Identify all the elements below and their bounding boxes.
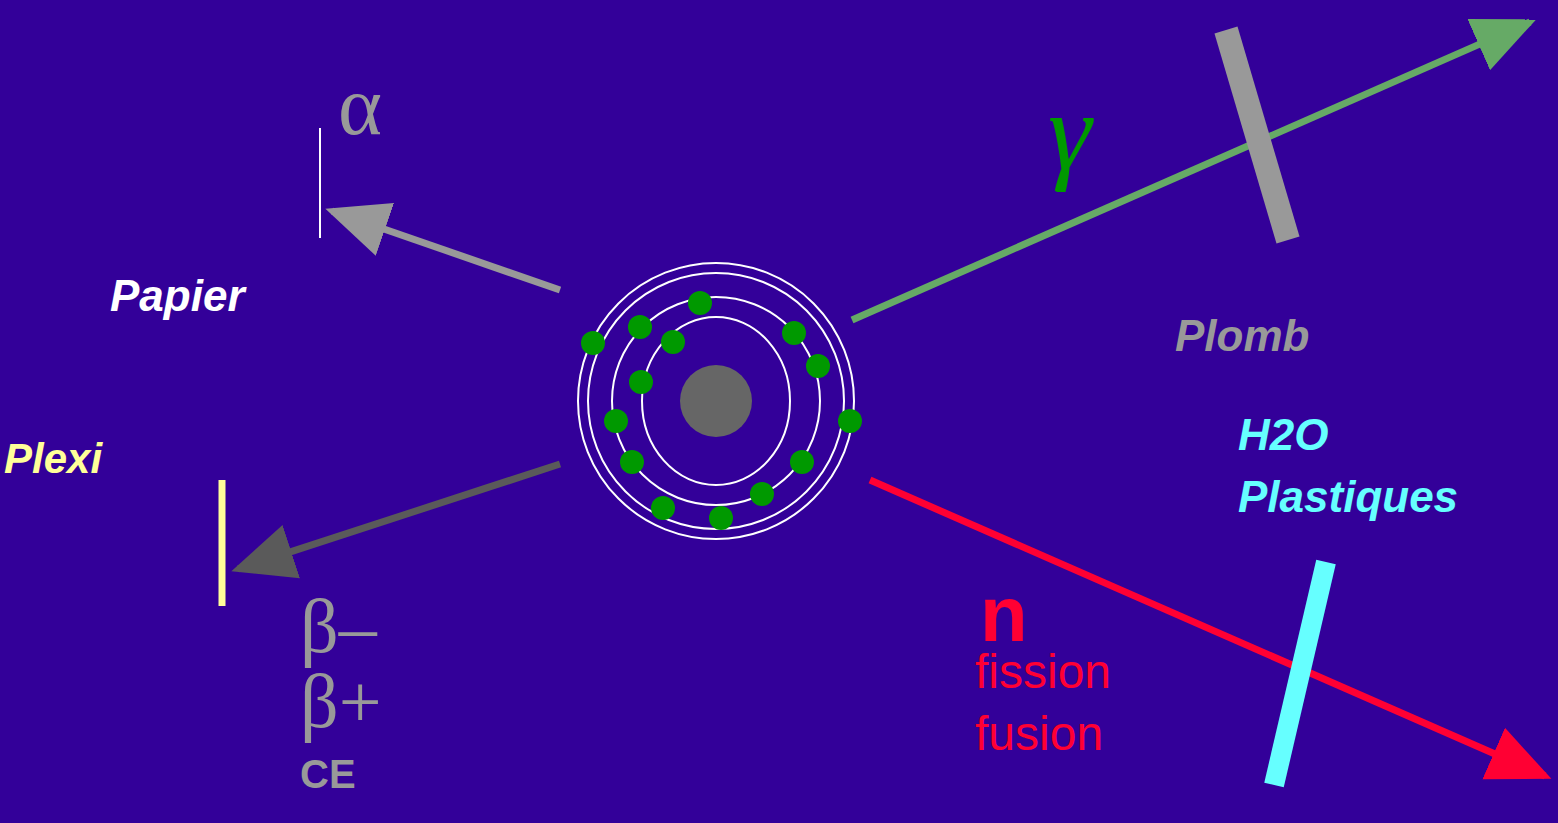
lead-screen (1226, 30, 1288, 240)
material-label: Plexi (4, 436, 102, 482)
alpha-symbol: α (338, 60, 382, 152)
neutron-symbol: n (980, 572, 1028, 658)
water-screen (1274, 562, 1326, 785)
gamma-arrow (852, 22, 1530, 320)
atom (578, 263, 854, 539)
beta-minus-symbol: β– (300, 585, 377, 669)
paper-screen (319, 128, 321, 238)
alpha-arrow (332, 211, 560, 290)
source-label: fusion (975, 708, 1103, 761)
material-label: Plomb (1175, 312, 1309, 360)
material-label: H2O Plastiques (1238, 404, 1528, 527)
neutron-arrow (870, 480, 1545, 776)
gamma-symbol: γ (1048, 72, 1091, 193)
plexi-screen (219, 480, 226, 606)
material-label: Papier (110, 272, 245, 320)
source-label: fission (975, 646, 1111, 699)
capture-label: CE (300, 752, 356, 796)
beta-plus-symbol: β+ (300, 660, 382, 744)
nucleus (680, 365, 752, 437)
electrons (581, 291, 862, 530)
beta-arrow (238, 464, 560, 569)
